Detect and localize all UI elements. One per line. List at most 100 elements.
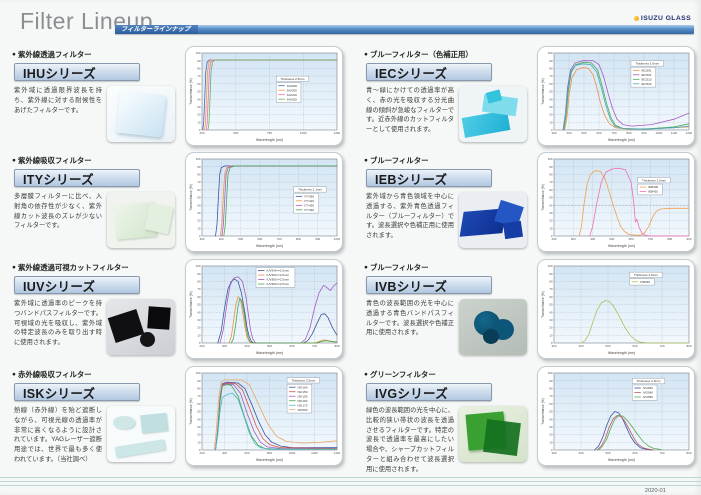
svg-text:IEB410: IEB410 (648, 190, 658, 194)
svg-text:IVG530: IVG530 (643, 386, 654, 390)
svg-text:600: 600 (632, 451, 637, 455)
svg-text:ISK100: ISK100 (298, 385, 308, 389)
svg-text:1100: 1100 (671, 131, 678, 135)
svg-text:Thickness 2.5mm: Thickness 2.5mm (637, 379, 661, 383)
svg-text:Transmittance (%): Transmittance (%) (189, 291, 193, 318)
svg-text:700: 700 (659, 344, 664, 348)
category-label: ● 紫外線吸収フィルター (12, 156, 92, 165)
bullet-icon: ● (364, 371, 368, 378)
svg-text:400: 400 (566, 131, 571, 135)
svg-text:40: 40 (549, 203, 553, 207)
svg-text:60: 60 (197, 82, 201, 86)
svg-text:10: 10 (549, 120, 553, 124)
series-description: 紫外域に透過率のピークを持つバンドパスフィルターです。可視域の光を吸収し、紫外域… (14, 300, 102, 346)
series-name: IHUシリーズ (23, 66, 97, 81)
series-name: ISKシリーズ (23, 386, 96, 401)
bullet-icon: ● (12, 264, 16, 271)
svg-text:1000: 1000 (656, 131, 663, 135)
svg-text:10: 10 (549, 333, 553, 337)
svg-text:100: 100 (196, 51, 201, 55)
svg-text:0: 0 (199, 234, 201, 238)
filter-sections-grid: ● 紫外線透過フィルター IHUシリーズ 紫外域に透過限界波長を持ち、紫外線に対… (8, 46, 697, 478)
svg-text:50: 50 (197, 90, 201, 94)
svg-text:20: 20 (197, 219, 201, 223)
ivg-product-photo (459, 406, 527, 462)
svg-text:600: 600 (289, 344, 294, 348)
series-description: 熱線（赤外線）を殆ど遮断しながら、可視光線の透過率が非常に高くなるように設計され… (14, 407, 102, 463)
svg-text:50: 50 (549, 196, 553, 200)
svg-text:80: 80 (197, 67, 201, 71)
svg-text:Thickness 1.1mm: Thickness 1.1mm (298, 188, 322, 192)
svg-text:30: 30 (549, 318, 553, 322)
svg-text:Transmittance (%): Transmittance (%) (189, 78, 193, 105)
series-name: IUVシリーズ (23, 279, 96, 294)
svg-text:30: 30 (549, 425, 553, 429)
svg-text:700: 700 (312, 344, 317, 348)
bullet-icon: ● (12, 51, 16, 58)
svg-text:800: 800 (686, 344, 691, 348)
svg-text:IVG550: IVG550 (643, 395, 654, 399)
svg-text:90: 90 (197, 165, 201, 169)
svg-text:0: 0 (199, 128, 201, 132)
svg-text:70: 70 (549, 394, 553, 398)
svg-text:1000: 1000 (334, 237, 340, 241)
svg-text:800: 800 (296, 237, 301, 241)
page-code: 2020-01 (644, 488, 666, 494)
svg-text:40: 40 (197, 310, 201, 314)
svg-text:ISK500: ISK500 (298, 408, 308, 412)
svg-text:Transmittance (%): Transmittance (%) (189, 398, 193, 425)
svg-text:70: 70 (549, 74, 553, 78)
svg-text:1250: 1250 (334, 131, 340, 135)
svg-text:800: 800 (686, 451, 691, 455)
svg-text:Thickness 1.0mm: Thickness 1.0mm (635, 62, 659, 66)
svg-text:Transmittance (%): Transmittance (%) (189, 184, 193, 211)
series-name: ITYシリーズ (23, 172, 94, 187)
filter-section: ● 紫外線吸収フィルター ITYシリーズ 多層膜フィルターに比べ、入射角の依存性… (8, 152, 345, 259)
series-title-box: IHUシリーズ (14, 63, 140, 81)
svg-text:750: 750 (267, 131, 272, 135)
svg-text:80: 80 (549, 67, 553, 71)
bullet-icon: ● (12, 371, 16, 378)
filter-info: ● 赤外線吸収フィルター ISKシリーズ 熱線（赤外線）を殆ど遮断しながら、可視… (8, 366, 180, 478)
svg-text:1200: 1200 (686, 131, 692, 135)
svg-text:20: 20 (549, 433, 553, 437)
logo-text: ISUZU GLASS (640, 15, 691, 22)
svg-text:30: 30 (197, 211, 201, 215)
svg-text:700: 700 (611, 131, 616, 135)
svg-text:ITY420: ITY420 (304, 203, 314, 207)
svg-text:Wavelength (nm): Wavelength (nm) (608, 244, 635, 248)
svg-text:60: 60 (549, 402, 553, 406)
svg-text:80: 80 (549, 173, 553, 177)
svg-text:Wavelength (nm): Wavelength (nm) (256, 351, 283, 355)
svg-text:90: 90 (549, 272, 553, 276)
svg-text:70: 70 (197, 74, 201, 78)
svg-text:900: 900 (315, 237, 320, 241)
series-description: 青色の波長範囲の光を中心に透過する青色バンドパスフィルターです。波長選択や色補正… (366, 300, 454, 337)
ity-product-photo (107, 192, 175, 248)
svg-text:30: 30 (549, 105, 553, 109)
svg-text:60: 60 (549, 295, 553, 299)
filter-info: ● ブルーフィルター IEBシリーズ 紫外域から青色領域を中心に透過する、紫外青… (360, 152, 532, 259)
series-title-box: IVBシリーズ (366, 276, 492, 294)
svg-text:Wavelength (nm): Wavelength (nm) (256, 458, 283, 462)
svg-text:800: 800 (626, 131, 631, 135)
svg-text:80: 80 (549, 387, 553, 391)
svg-text:50: 50 (197, 410, 201, 414)
svg-text:10: 10 (197, 440, 201, 444)
svg-text:ISK170: ISK170 (298, 403, 308, 407)
svg-text:Thickness 1.0mm: Thickness 1.0mm (642, 178, 666, 182)
svg-text:90: 90 (197, 272, 201, 276)
series-description: 紫外域に透過限界波長を持ち、紫外線に対する耐候性をあげたフィルターです。 (14, 87, 102, 114)
svg-text:90: 90 (197, 379, 201, 383)
svg-text:ITY430: ITY430 (304, 208, 314, 212)
series-description: 青～緑にかけての透過率が高く、赤の光を吸収する分光曲線の傾斜が急峻なフィルターで… (366, 87, 454, 133)
svg-text:70: 70 (197, 180, 201, 184)
svg-text:IEB400: IEB400 (648, 185, 658, 189)
svg-text:300: 300 (222, 344, 227, 348)
